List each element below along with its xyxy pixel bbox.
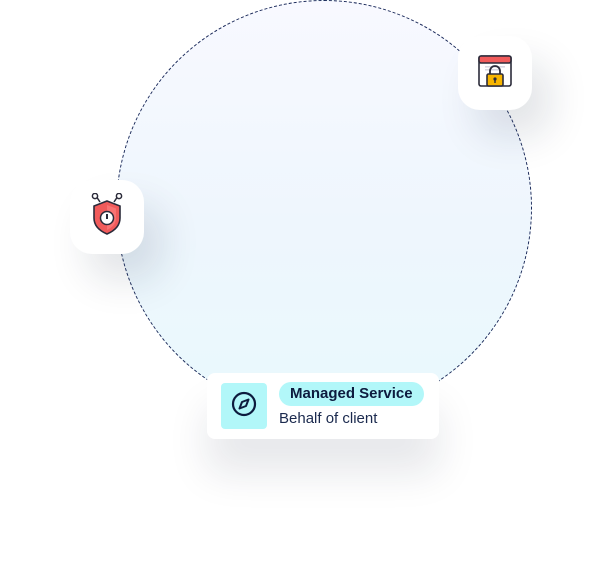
browser-lock-badge [458, 36, 532, 110]
compass-icon [230, 390, 258, 423]
card-title: Managed Service [279, 382, 424, 406]
managed-service-card: Managed Service Behalf of client [207, 373, 439, 439]
card-subtitle: Behalf of client [279, 410, 378, 427]
shield-lock-icon [89, 192, 125, 242]
browser-lock-icon [477, 53, 513, 94]
shield-lock-badge [70, 180, 144, 254]
card-icon-tile [221, 383, 267, 429]
